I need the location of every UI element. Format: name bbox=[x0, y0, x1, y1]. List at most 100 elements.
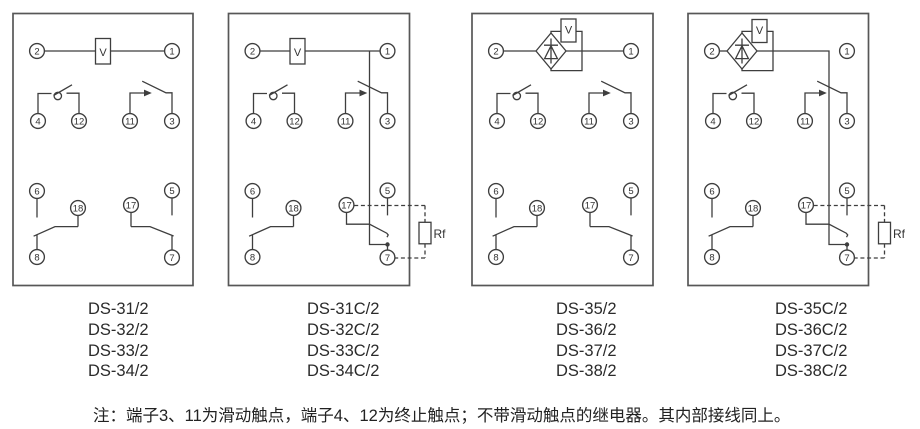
terminal-8: 8 bbox=[244, 248, 261, 266]
terminal-2: 2 bbox=[28, 42, 46, 60]
terminal-5: 5 bbox=[379, 182, 396, 199]
terminal-11: 11 bbox=[121, 112, 139, 130]
contact-17-5-7 bbox=[130, 198, 174, 250]
terminal-3: 3 bbox=[163, 112, 181, 130]
end-contact-4-12 bbox=[37, 84, 80, 114]
model-label: DS-34C/2 bbox=[307, 362, 380, 381]
model-label: DS-36/2 bbox=[556, 320, 617, 339]
rf-dashed-link bbox=[354, 204, 426, 259]
terminal-4: 4 bbox=[488, 112, 506, 130]
diagram-panel-1: V 2 1 4 12 11 3 6 5 18 17 8 7 bbox=[12, 12, 194, 287]
terminal-number: 2 bbox=[709, 46, 714, 57]
end-contact-4-12 bbox=[496, 84, 539, 114]
terminal-12: 12 bbox=[70, 112, 88, 130]
model-label: DS-32C/2 bbox=[307, 320, 380, 339]
terminal-number: 17 bbox=[585, 200, 596, 211]
terminal-6: 6 bbox=[703, 182, 721, 200]
voltage-coil bbox=[289, 37, 306, 65]
voltage-coil bbox=[94, 37, 112, 65]
branch-wire bbox=[757, 50, 847, 246]
rf-resistor bbox=[418, 221, 432, 245]
terminal-number: 12 bbox=[749, 116, 760, 127]
terminal-number: 5 bbox=[628, 186, 633, 197]
diode-symbol bbox=[734, 38, 750, 64]
sliding-contact-11-3 bbox=[588, 80, 632, 114]
rf-label: Rf bbox=[893, 227, 906, 241]
terminal-number: 11 bbox=[341, 116, 351, 127]
terminal-number: 3 bbox=[844, 116, 849, 127]
model-label: DS-34/2 bbox=[88, 362, 149, 381]
terminal-11: 11 bbox=[580, 112, 598, 130]
terminal-18: 18 bbox=[285, 199, 302, 217]
terminal-number: 4 bbox=[35, 116, 40, 127]
terminal-number: 18 bbox=[73, 203, 84, 214]
terminal-number: 11 bbox=[125, 116, 135, 127]
terminal-17: 17 bbox=[122, 196, 140, 214]
terminal-17: 17 bbox=[581, 196, 599, 214]
terminal-11: 11 bbox=[796, 112, 814, 130]
contact-curl bbox=[728, 91, 738, 101]
terminal-number: 1 bbox=[385, 46, 390, 57]
terminal-4: 4 bbox=[29, 112, 47, 130]
terminal-12: 12 bbox=[286, 112, 303, 130]
model-label: DS-35/2 bbox=[556, 300, 617, 318]
terminal-number: 12 bbox=[74, 116, 85, 127]
rectifier-bridge bbox=[726, 30, 774, 72]
terminal-number: 12 bbox=[289, 116, 300, 127]
terminal-12: 12 bbox=[529, 112, 547, 130]
model-label: DS-32/2 bbox=[88, 320, 149, 339]
sliding-arrow-icon bbox=[144, 89, 152, 97]
diagram-panel-3: V 2 1 4 12 11 3 6 5 18 17 8 7 bbox=[471, 12, 654, 287]
sliding-contact-11-3 bbox=[129, 80, 173, 114]
sliding-arrow-icon bbox=[603, 89, 611, 97]
coil-label: V bbox=[99, 47, 107, 59]
model-column-2: DS-31C/2 DS-32C/2 DS-33C/2 DS-34C/2 bbox=[307, 299, 379, 382]
panel-border bbox=[12, 12, 194, 287]
terminal-8: 8 bbox=[703, 248, 721, 266]
terminal-number: 6 bbox=[493, 186, 498, 197]
model-label: DS-31/2 bbox=[88, 300, 149, 318]
terminal-17: 17 bbox=[797, 196, 815, 214]
terminal-8: 8 bbox=[487, 248, 505, 266]
coil-label: V bbox=[294, 47, 302, 59]
terminal-8: 8 bbox=[28, 248, 46, 266]
model-column-4: DS-35C/2 DS-36C/2 DS-37C/2 DS-38C/2 bbox=[775, 299, 847, 382]
terminal-7: 7 bbox=[163, 249, 181, 266]
footnote: 注：端子3、11为滑动触点，端子4、12为终止触点；不带滑动触点的继电器。其内部… bbox=[93, 407, 791, 425]
model-column-1: DS-31/2 DS-32/2 DS-33/2 DS-34/2 bbox=[88, 299, 149, 382]
terminal-number: 3 bbox=[169, 116, 174, 127]
terminal-number: 6 bbox=[34, 186, 39, 197]
rectifier-bridge bbox=[535, 30, 583, 72]
terminal-number: 12 bbox=[533, 116, 544, 127]
terminal-number: 7 bbox=[169, 253, 174, 264]
terminal-6: 6 bbox=[28, 182, 46, 200]
terminal-5: 5 bbox=[163, 182, 181, 199]
terminal-3: 3 bbox=[379, 112, 396, 130]
terminal-number: 1 bbox=[628, 46, 633, 57]
terminal-number: 5 bbox=[169, 186, 174, 197]
sliding-arrow-icon bbox=[359, 89, 368, 97]
terminal-number: 1 bbox=[844, 46, 849, 57]
terminal-3: 3 bbox=[622, 112, 640, 130]
circuit-diagrams: V 2 1 4 12 11 3 6 5 18 17 8 7 V bbox=[12, 12, 906, 287]
terminal-number: 4 bbox=[494, 116, 499, 127]
terminal-4: 4 bbox=[704, 112, 722, 130]
voltage-coil bbox=[560, 18, 577, 43]
terminal-number: 7 bbox=[628, 253, 633, 264]
terminal-2: 2 bbox=[487, 42, 505, 60]
terminal-number: 8 bbox=[250, 252, 255, 263]
terminal-18: 18 bbox=[69, 199, 87, 217]
terminal-number: 17 bbox=[801, 200, 812, 211]
terminal-12: 12 bbox=[745, 112, 763, 130]
terminal-number: 4 bbox=[710, 116, 715, 127]
model-label: DS-35C/2 bbox=[775, 300, 848, 318]
model-column-3: DS-35/2 DS-36/2 DS-37/2 DS-38/2 bbox=[556, 299, 617, 382]
voltage-coil bbox=[751, 18, 768, 44]
bridge-loop bbox=[741, 30, 774, 72]
junction-dot bbox=[385, 242, 390, 247]
terminal-6: 6 bbox=[244, 182, 261, 200]
sliding-arrow-icon bbox=[819, 89, 827, 97]
terminal-number: 2 bbox=[493, 46, 498, 57]
panel-border bbox=[687, 12, 870, 287]
terminal-number: 7 bbox=[385, 253, 390, 264]
